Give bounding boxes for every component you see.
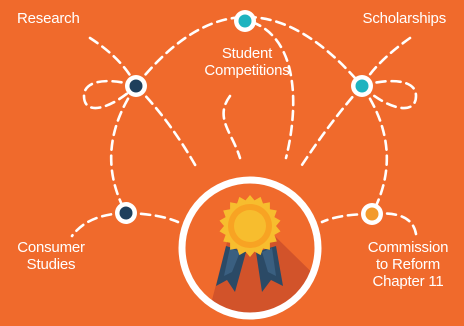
left-top-to-hub: [134, 84, 200, 172]
label-research[interactable]: Research: [17, 10, 80, 27]
label-student-competitions[interactable]: Student Competitions: [188, 45, 306, 79]
label-commission[interactable]: Commission to Reform Chapter 11: [358, 239, 458, 290]
label-student-line-2: Competitions: [204, 62, 290, 79]
label-consumer-studies[interactable]: Consumer Studies: [14, 239, 88, 273]
medal-icon: [216, 195, 283, 292]
node-scholarships[interactable]: [351, 75, 373, 97]
label-student-line-1: Student: [221, 45, 273, 62]
node-student-competitions[interactable]: [234, 10, 256, 32]
right-loop: [360, 79, 418, 110]
right-top-to-hub: [298, 84, 364, 170]
node-research[interactable]: [125, 75, 147, 97]
label-commission-line-3: Chapter 11: [372, 273, 444, 290]
label-commission-line-1: Commission: [367, 239, 449, 256]
node-commission[interactable]: [361, 203, 383, 225]
left-side-arc: [109, 84, 138, 215]
label-research-text: Research: [17, 10, 80, 27]
hub-ring: [178, 176, 322, 320]
student-to-right: [250, 20, 295, 160]
label-commission-line-2: to Reform: [375, 256, 441, 273]
ribbon-left-light: [224, 248, 240, 276]
right-side-arc: [360, 84, 389, 216]
label-consumer-line-2: Studies: [26, 256, 76, 273]
ribbon-right-light: [262, 248, 276, 276]
left-loop: [82, 79, 138, 110]
label-consumer-line-1: Consumer: [17, 239, 85, 256]
student-to-hub: [222, 94, 242, 160]
medal-core: [234, 210, 266, 242]
label-scholarships-text: Scholarships: [362, 10, 447, 27]
label-scholarships[interactable]: Scholarships: [362, 10, 447, 27]
node-consumer-studies[interactable]: [115, 202, 137, 224]
